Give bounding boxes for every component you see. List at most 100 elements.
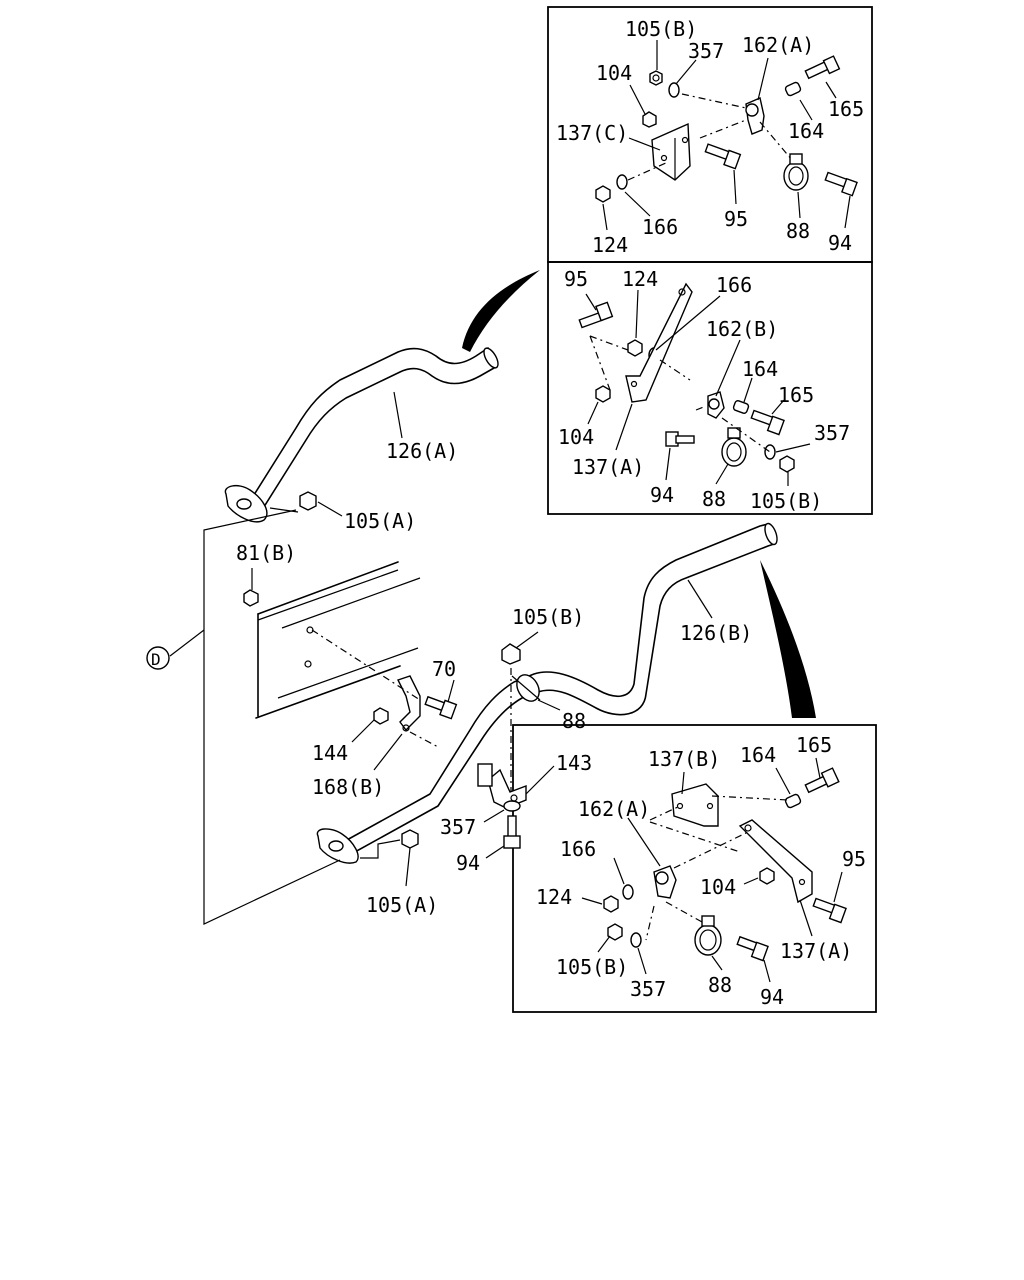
- label-104: 104: [700, 875, 736, 899]
- bolt-95-part: [812, 897, 847, 924]
- label-165: 165: [796, 733, 832, 757]
- bolt-94-part: [503, 815, 521, 849]
- label-94: 94: [760, 985, 784, 1009]
- nut-105b-part: [779, 455, 795, 473]
- bolt-165-part: [750, 409, 785, 436]
- label-70: 70: [432, 657, 456, 681]
- label-105b: 105(B): [625, 17, 697, 41]
- label-357: 357: [688, 39, 724, 63]
- pipe-126a-part: [224, 347, 499, 523]
- detail-box-middle: 95 124 166 162(B) 164 165 104 357 137(A)…: [547, 261, 873, 515]
- label-105a-bottom: 105(A): [366, 893, 438, 917]
- washer-166-part: [622, 884, 634, 900]
- hanger-143-part: [477, 763, 527, 809]
- label-81b: 81(B): [236, 541, 296, 565]
- bolt-94-part: [665, 431, 695, 447]
- label-95: 95: [564, 267, 588, 291]
- label-124: 124: [536, 885, 572, 909]
- bracket-137a-part: [625, 282, 693, 403]
- callout-wedge-top: [462, 270, 540, 352]
- nut-124-part: [603, 895, 619, 913]
- washer-166-part: [616, 174, 628, 190]
- spacer-164-part: [784, 793, 802, 809]
- label-357: 357: [814, 421, 850, 445]
- nut-105a-bottom-part: [401, 829, 419, 849]
- detail-box-top: 105(B) 357 162(A) 104 165 137(C) 164 124…: [547, 6, 873, 263]
- label-88: 88: [562, 709, 586, 733]
- washer-357-part: [764, 444, 776, 460]
- clamp-88-part: [511, 674, 541, 702]
- nut-105b-part: [607, 923, 623, 941]
- reference-circle-d: D: [146, 646, 170, 670]
- label-164: 164: [740, 743, 776, 767]
- washer-357-part: [630, 932, 642, 948]
- clamp-88-part: [694, 915, 722, 956]
- nut-105b-mid-part: [501, 643, 521, 665]
- label-164: 164: [742, 357, 778, 381]
- label-94: 94: [456, 851, 480, 875]
- label-165: 165: [778, 383, 814, 407]
- bolt-95-part: [704, 143, 742, 170]
- label-88: 88: [786, 219, 810, 243]
- bracket-137c-part: [651, 122, 691, 181]
- label-104: 104: [558, 425, 594, 449]
- spacer-164-part: [732, 400, 750, 414]
- label-104: 104: [596, 61, 632, 85]
- label-105b-mid: 105(B): [512, 605, 584, 629]
- detail-box-bottom: 137(B) 164 165 162(A) 166 95 124 104 105…: [512, 724, 877, 1013]
- bolt-165-part: [804, 55, 841, 80]
- nut-104-part: [759, 867, 775, 885]
- label-164: 164: [788, 119, 824, 143]
- label-162a: 162(A): [742, 33, 814, 57]
- label-137a: 137(A): [780, 939, 852, 963]
- spacer-164-part: [784, 81, 802, 97]
- clip-162a-part: [745, 97, 765, 135]
- label-126a: 126(A): [386, 439, 458, 463]
- label-166: 166: [642, 215, 678, 239]
- clip-162b-part: [707, 391, 725, 419]
- label-137a: 137(A): [572, 455, 644, 479]
- label-95: 95: [842, 847, 866, 871]
- nut-104-part: [642, 111, 657, 128]
- nut-124-part: [627, 339, 643, 357]
- nut-124-part: [595, 185, 611, 203]
- washer-357-part: [503, 800, 521, 812]
- nut-105a-top-part: [299, 491, 317, 511]
- bolt-94-part: [824, 171, 858, 197]
- nut-81b-part: [243, 589, 259, 607]
- label-162b: 162(B): [706, 317, 778, 341]
- label-94: 94: [650, 483, 674, 507]
- label-105a-top: 105(A): [344, 509, 416, 533]
- bolt-94-part: [736, 935, 769, 962]
- washer-357-part: [668, 82, 680, 98]
- label-126b: 126(B): [680, 621, 752, 645]
- nut-105b-part: [649, 70, 663, 86]
- main-assembly: D 126(A) 105(A) 81(B) 105(B) 126(B) 70 8…: [146, 270, 816, 925]
- nut-144-part: [373, 707, 389, 725]
- label-88: 88: [702, 487, 726, 511]
- label-124: 124: [622, 267, 658, 291]
- label-144: 144: [312, 741, 348, 765]
- label-95: 95: [724, 207, 748, 231]
- bolt-95-part: [578, 301, 614, 329]
- label-168b: 168(B): [312, 775, 384, 799]
- label-143: 143: [556, 751, 592, 775]
- label-166: 166: [716, 273, 752, 297]
- label-165: 165: [828, 97, 864, 121]
- bracket-168b-part: [397, 675, 421, 732]
- clip-162a-part: [653, 865, 677, 899]
- frame-rail: [255, 561, 421, 719]
- label-162a: 162(A): [578, 797, 650, 821]
- label-124: 124: [592, 233, 628, 257]
- clamp-88-part: [783, 153, 809, 191]
- clamp-88-part: [721, 427, 747, 467]
- label-137c: 137(C): [556, 121, 628, 145]
- bracket-137a-part: [738, 819, 813, 904]
- pipe-126b-part: [316, 522, 778, 864]
- label-357: 357: [630, 977, 666, 1001]
- label-166: 166: [560, 837, 596, 861]
- label-105b: 105(B): [556, 955, 628, 979]
- label-94: 94: [828, 231, 852, 255]
- label-357: 357: [440, 815, 476, 839]
